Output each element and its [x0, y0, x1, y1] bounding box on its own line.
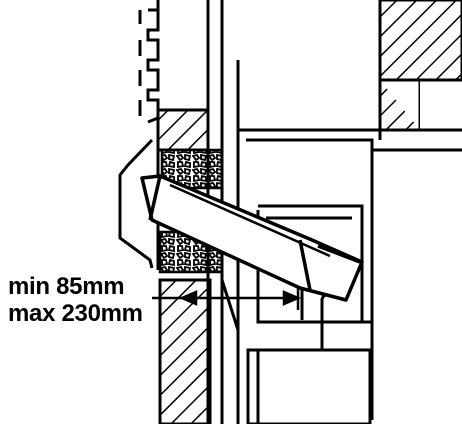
room-frame [238, 128, 462, 420]
arrow-left-icon [178, 290, 198, 306]
vent-duct [140, 174, 364, 302]
arrow-right-icon [282, 290, 302, 306]
max-dimension-label: max 230mm [6, 300, 145, 328]
min-dimension-label: min 85mm [6, 273, 127, 301]
dimension-line [152, 286, 302, 310]
upper-wall-block [378, 0, 462, 132]
facade-profile [138, 0, 160, 124]
equipment-housing [246, 348, 372, 424]
outer-wall-brick [156, 108, 212, 424]
